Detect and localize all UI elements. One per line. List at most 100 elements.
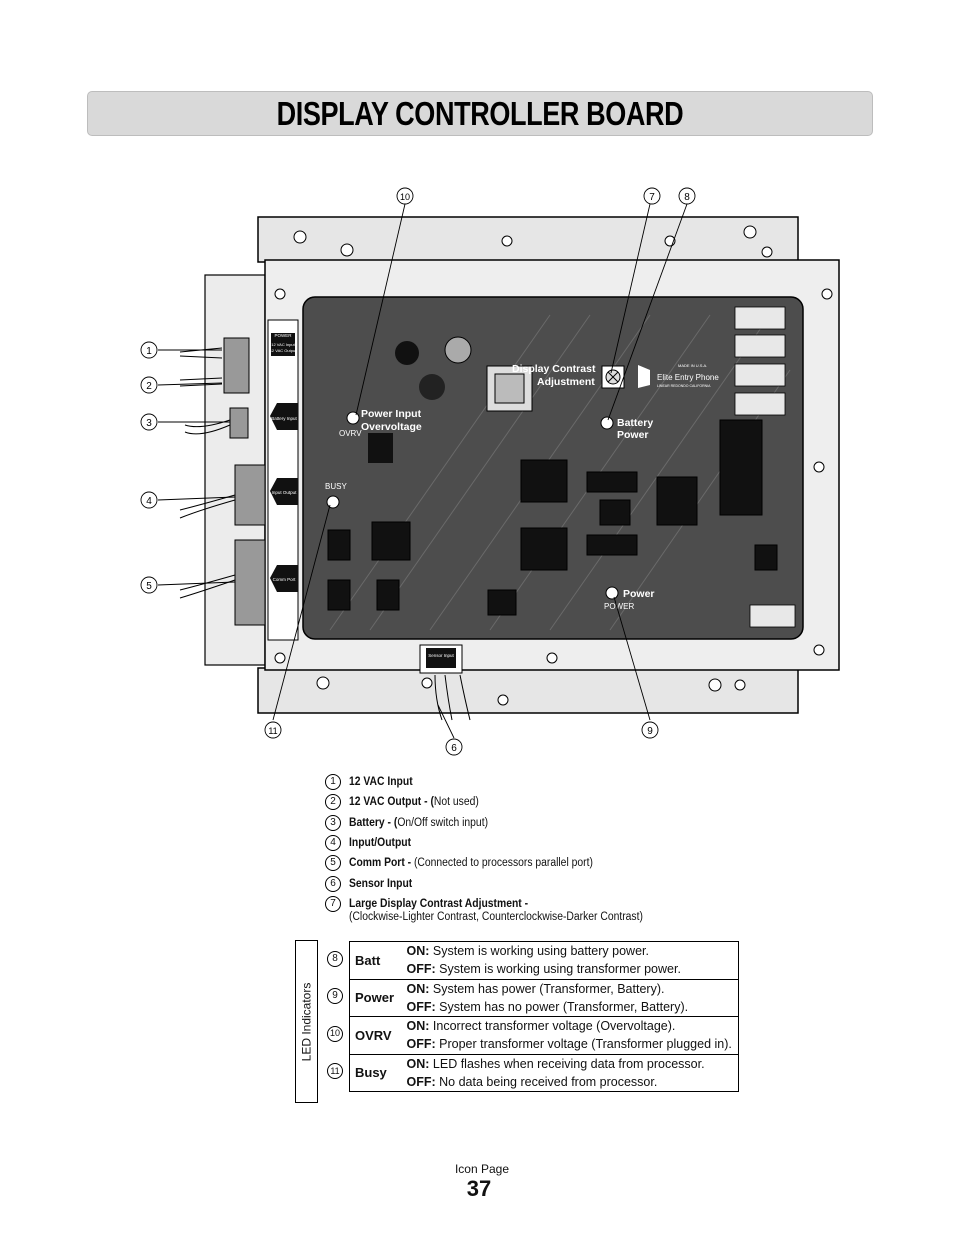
footer-label: Icon Page — [454, 1162, 510, 1176]
label-battery: Battery — [617, 417, 653, 429]
callouts: 1 2 3 4 5 6 7 8 9 10 11 — [140, 187, 696, 756]
callout-6: 6 — [451, 743, 457, 754]
legend-number: 7 — [325, 895, 341, 912]
label-ovrv: OVRV — [339, 429, 362, 438]
off-text: System has no power (Transformer, Batter… — [439, 999, 689, 1014]
component-legend: 1 12 VAC Input 2 12 VAC Output - (Not us… — [325, 772, 745, 923]
connector-label-input-output: Input Output — [272, 490, 298, 495]
legend-item: 5 Comm Port - (Connected to processors p… — [325, 853, 745, 873]
led-indicator-table: Batt ON: System is working using battery… — [349, 941, 739, 1092]
off-label: OFF: — [406, 999, 436, 1014]
table-row: Power ON: System has power (Transformer,… — [349, 978, 739, 1017]
callout-8: 8 — [684, 192, 690, 203]
legend-normal: On/Off switch input) — [397, 816, 489, 829]
legend-bold: Battery - ( — [349, 816, 398, 829]
led-description: ON: System has power (Transformer, Batte… — [401, 978, 739, 1017]
callout-2: 2 — [146, 381, 152, 392]
title-banner: DISPLAY CONTROLLER BOARD — [87, 91, 873, 136]
led-name: Busy — [349, 1053, 402, 1092]
legend-bold: 12 VAC Input — [349, 776, 413, 789]
legend-bold: Comm Port - — [349, 857, 414, 870]
off-text: System is working using transformer powe… — [439, 962, 681, 977]
busy-led — [326, 495, 340, 509]
connector-label-vac-input: 12 VAC Input — [271, 342, 295, 347]
battery-power-led — [600, 416, 614, 430]
label-battery-power: Power — [617, 429, 649, 441]
legend-item: 3 Battery - (On/Off switch input) — [325, 813, 745, 833]
label-power-input: Power Input — [361, 408, 422, 420]
legend-number: 3 — [325, 814, 341, 831]
legend-bold: 12 VAC Output - ( — [349, 796, 434, 809]
label-display-contrast: Display Contrast — [512, 363, 596, 375]
table-row: Busy ON: LED flashes when receiving data… — [349, 1053, 739, 1092]
led-description: ON: LED flashes when receiving data from… — [401, 1053, 739, 1092]
callout-4: 4 — [146, 496, 152, 507]
board-illustration: POWER Battery Input Input Output Comm Po… — [140, 187, 840, 756]
callout-3: 3 — [146, 418, 152, 429]
connector-label-battery-input: Battery Input — [271, 416, 297, 421]
on-label: ON: — [406, 1019, 430, 1034]
led-description: ON: System is working using battery powe… — [402, 942, 739, 980]
on-label: ON: — [406, 944, 430, 959]
legend-number: 6 — [325, 875, 341, 892]
label-power-caps: POWER — [604, 602, 634, 611]
table-row: Batt ON: System is working using battery… — [350, 942, 739, 980]
legend-normal: Not used) — [433, 796, 479, 809]
connector-label-vac-output: 12 VAC Output — [270, 348, 297, 353]
page-number: 37 — [466, 1176, 492, 1201]
connector-label-power: POWER — [274, 333, 292, 338]
led-name: OVRV — [349, 1016, 402, 1054]
led-description: ON: Incorrect transformer voltage (Overv… — [401, 1016, 739, 1054]
legend-number: 1 — [325, 774, 341, 791]
led-number: 9 — [327, 988, 343, 1005]
off-label: OFF: — [406, 962, 436, 977]
legend-number: 2 — [325, 794, 341, 811]
connector-label-comm-port: Comm Port — [273, 577, 297, 582]
off-text: No data being received from processor. — [439, 1074, 658, 1089]
led-number: 11 — [327, 1063, 343, 1080]
brand-name: Elite Entry Phone — [657, 373, 719, 382]
legend-number: 5 — [325, 855, 341, 872]
callout-11: 11 — [268, 726, 277, 736]
brand-logo-icon — [638, 365, 650, 388]
legend-bold: Input/Output — [349, 837, 412, 850]
callout-7: 7 — [649, 192, 655, 203]
callout-1: 1 — [146, 346, 152, 357]
connector-label-sensor-input: Sensor Input — [428, 653, 454, 658]
board-diagram: POWER Battery Input Input Output Comm Po… — [130, 180, 850, 760]
off-label: OFF: — [406, 1074, 436, 1089]
led-indicators-label-box: LED Indicators — [295, 940, 318, 1103]
label-overvoltage: Overvoltage — [361, 421, 422, 433]
label-adjustment: Adjustment — [537, 376, 595, 388]
off-text: Proper transformer voltage (Transformer … — [439, 1037, 732, 1052]
led-name: Power — [349, 978, 402, 1017]
off-label: OFF: — [406, 1037, 436, 1052]
legend-item: 1 12 VAC Input — [325, 772, 745, 792]
legend-number: 4 — [325, 835, 341, 852]
legend-bold: Large Display Contrast Adjustment - — [349, 897, 529, 910]
ovrv-led — [346, 411, 360, 425]
led-number-column: 8 9 10 11 — [324, 940, 346, 1090]
on-label: ON: — [406, 981, 430, 996]
legend-item: 7 Large Display Contrast Adjustment - — [325, 894, 745, 914]
page-title: DISPLAY CONTROLLER BOARD — [276, 94, 684, 132]
led-number: 10 — [327, 1025, 343, 1042]
table-row: OVRV ON: Incorrect transformer voltage (… — [349, 1016, 739, 1054]
brand-sub: LINEAR REDONDO CALIFORNIA — [657, 384, 711, 388]
legend-bold: Sensor Input — [349, 877, 413, 890]
legend-item7-subtext: (Clockwise-Lighter Contrast, Countercloc… — [349, 911, 643, 924]
label-power: Power — [623, 588, 655, 600]
power-led — [605, 586, 619, 600]
led-indicators-label: LED Indicators — [299, 982, 314, 1061]
led-number: 8 — [327, 950, 343, 967]
on-text: LED flashes when receiving data from pro… — [432, 1056, 705, 1071]
led-name: Batt — [355, 952, 381, 968]
callout-10: 10 — [400, 192, 410, 202]
callout-9: 9 — [647, 726, 653, 737]
on-text: System has power (Transformer, Battery). — [432, 981, 665, 996]
legend-item: 6 Sensor Input — [325, 873, 745, 893]
made-in-label: MADE IN U.S.A. — [678, 363, 707, 368]
legend-item: 4 Input/Output — [325, 833, 745, 853]
on-text: Incorrect transformer voltage (Overvolta… — [432, 1019, 676, 1034]
on-label: ON: — [406, 1056, 430, 1071]
